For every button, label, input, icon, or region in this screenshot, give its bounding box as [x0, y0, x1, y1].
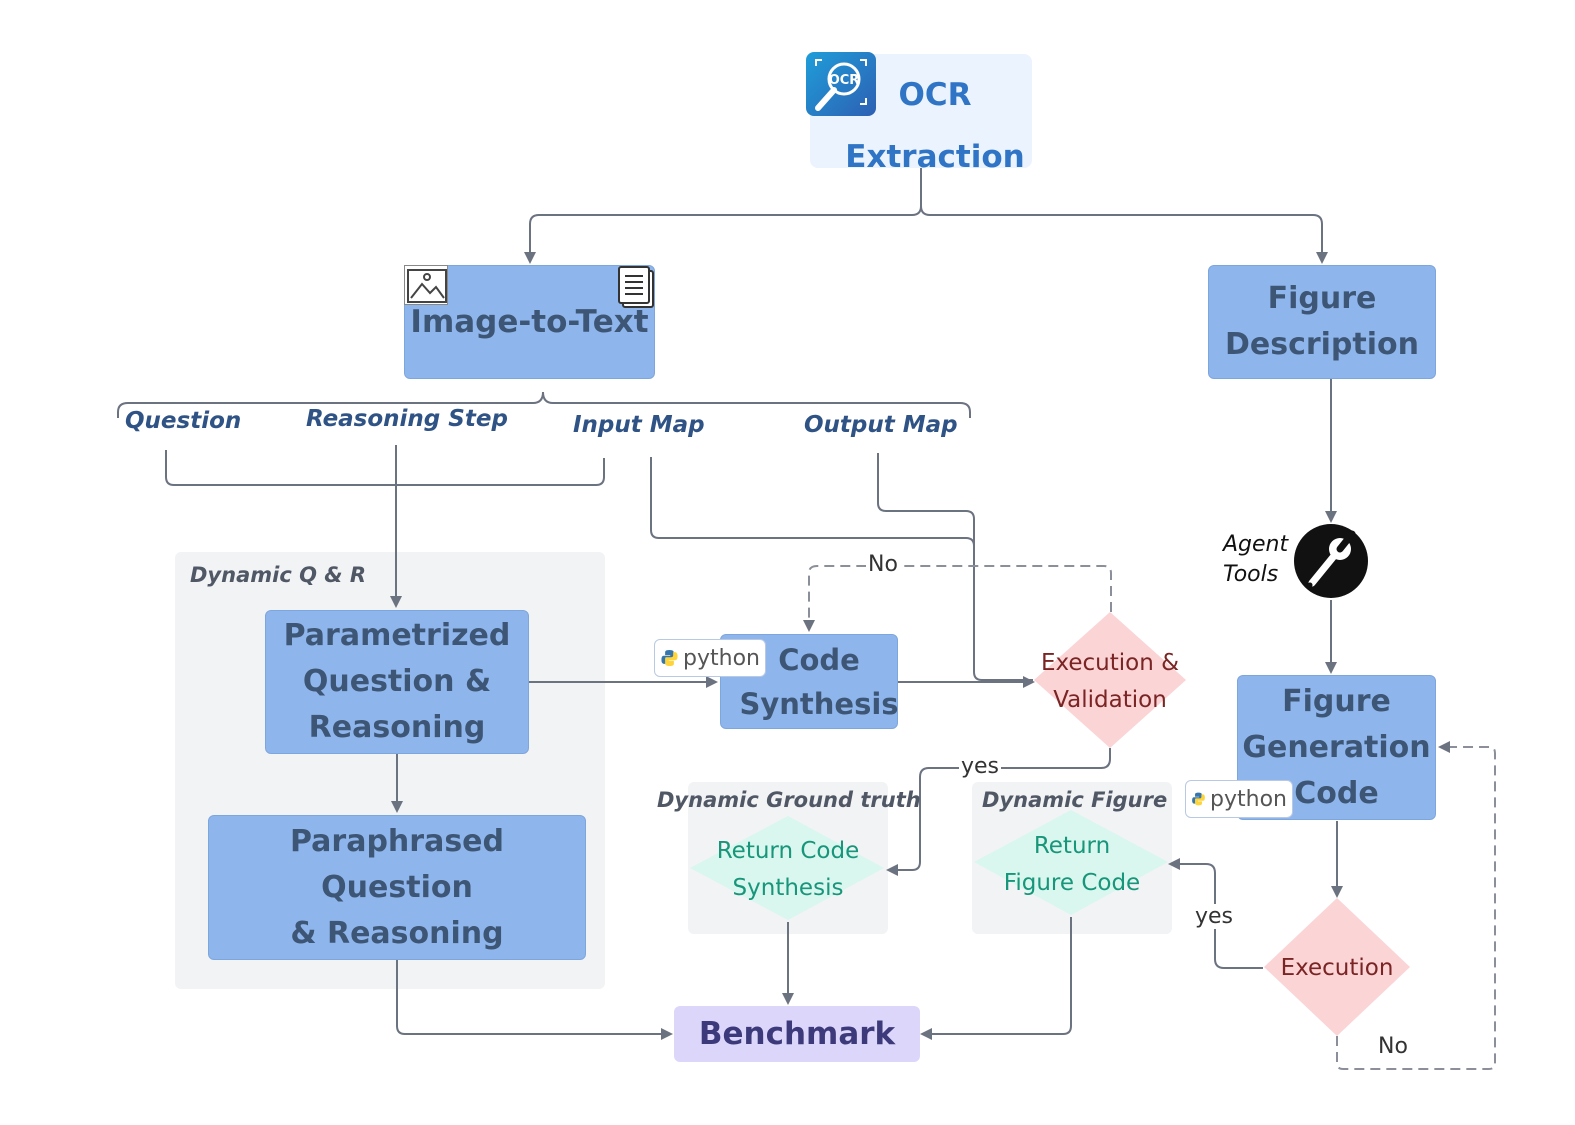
python-badge-label: python — [683, 645, 760, 671]
python-logo-icon — [1192, 792, 1205, 806]
branch-bracket-bottom — [165, 450, 605, 486]
document-icon — [617, 265, 657, 309]
execution-diamond — [1264, 898, 1410, 1036]
group-label-dynamic-figure: Dynamic Figure — [982, 788, 1168, 812]
execution-label: Execution — [1280, 955, 1394, 981]
ocr-icon: OCR — [806, 52, 876, 116]
return-figure-code-label: Return Figure Code — [1003, 833, 1141, 896]
wrench-icon — [1294, 524, 1368, 598]
edge-label-no-bottom: No — [1378, 1034, 1408, 1059]
paraphrased-box: Paraphrased Question & Reasoning — [208, 815, 586, 960]
paraphrased-label: Paraphrased Question & Reasoning — [289, 823, 504, 951]
edge-ocr-figure-description — [920, 205, 1328, 264]
ocr-extraction-label: OCR Extraction — [845, 77, 1025, 175]
python-badge-code-synthesis: python — [654, 639, 766, 677]
edge-input-map — [650, 457, 1033, 681]
group-label-dynamic-qr: Dynamic Q & R — [190, 563, 367, 587]
edge-paraphrased-benchmark — [396, 960, 673, 1040]
branch-question: Question — [125, 408, 242, 434]
figure-generation-box: Figure Generation Code — [1237, 675, 1436, 820]
code-synthesis-label: Code Synthesis — [739, 642, 899, 721]
branch-bracket-top — [117, 391, 971, 418]
image-icon — [404, 265, 448, 305]
python-badge-label: python — [1210, 786, 1287, 812]
edge-returnfig-benchmark — [920, 917, 1072, 1040]
agent-tools-label: Agent Tools — [1223, 532, 1289, 587]
image-to-text-label: Image-to-Text — [410, 304, 649, 340]
edge-label-yes-left: yes — [959, 754, 1002, 779]
execution-validation-label: Execution & Validation — [1040, 650, 1180, 713]
benchmark-box: Benchmark — [674, 1006, 920, 1062]
return-figure-diamond — [974, 810, 1168, 915]
execution-validation-diamond — [1034, 612, 1186, 748]
branch-reasoning-step: Reasoning Step — [306, 406, 508, 432]
edge-label-no-top: No — [866, 552, 900, 577]
figure-generation-label: Figure Generation Code — [1242, 683, 1431, 811]
edge-exec-no-loop — [803, 565, 1112, 632]
svg-text:OCR: OCR — [829, 73, 860, 88]
image-to-text-box: Image-to-Text — [404, 265, 655, 379]
return-code-synthesis-label: Return Code Synthesis — [716, 838, 860, 901]
edge-exec-yes — [886, 748, 1111, 876]
branch-input-map: Input Map — [573, 412, 705, 438]
edge-label-yes-right: yes — [1193, 904, 1236, 929]
branch-output-map: Output Map — [804, 412, 958, 438]
parametrized-box: Parametrized Question & Reasoning — [265, 610, 529, 754]
parametrized-label: Parametrized Question & Reasoning — [283, 618, 511, 745]
figure-description-box: Figure Description — [1208, 265, 1436, 379]
edge-output-map — [877, 453, 975, 560]
python-logo-icon — [661, 649, 678, 667]
return-code-diamond — [690, 816, 884, 920]
python-badge-figure-generation: python — [1185, 780, 1293, 818]
benchmark-label: Benchmark — [698, 1016, 896, 1052]
figure-description-label: Figure Description — [1224, 281, 1420, 362]
group-label-dynamic-ground-truth: Dynamic Ground truth — [657, 788, 921, 812]
